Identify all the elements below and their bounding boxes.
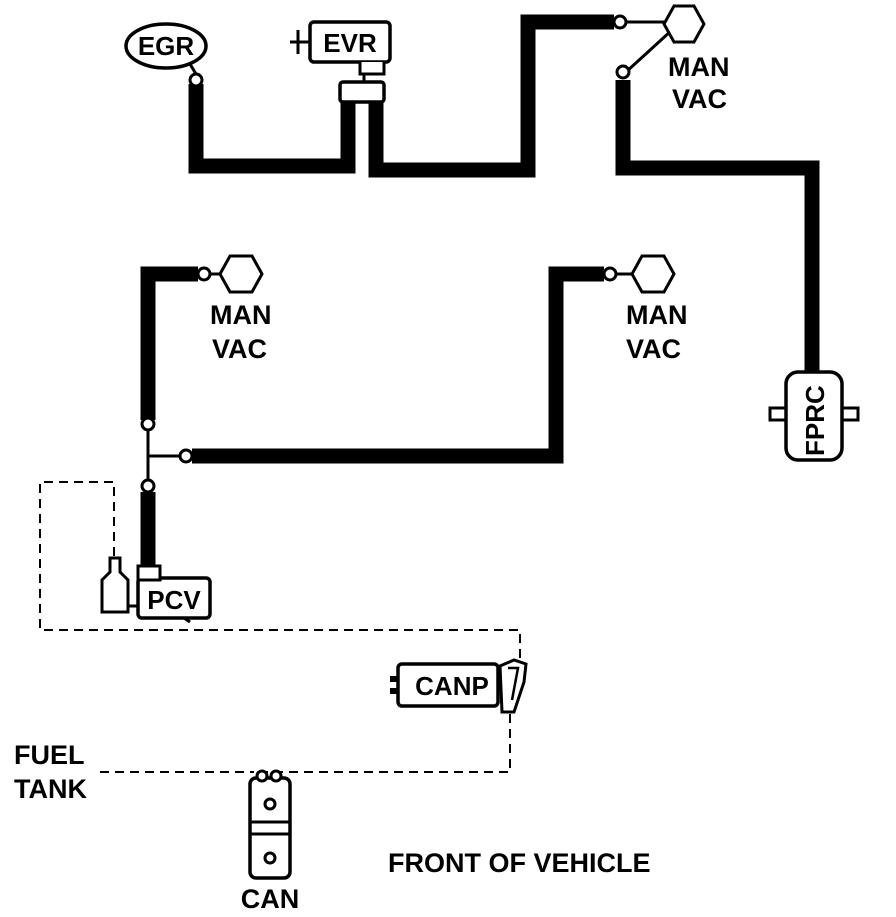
manvac-hex-2: [218, 254, 264, 294]
manvac-fprc-hose: [615, 80, 820, 374]
tee-manvac-3-hose: [192, 266, 604, 464]
canp-label: CANP: [415, 671, 489, 701]
evr-manvac-hose: [368, 14, 614, 178]
canp-solenoid: CANP: [390, 658, 528, 714]
manvac-1-line1: MAN: [668, 52, 730, 82]
manvac-1-fprc-connector: [624, 28, 674, 74]
manvac-hex-1: [662, 4, 706, 44]
fuel-tank-line1: FUEL: [14, 740, 85, 770]
manvac-2-line2: VAC: [212, 334, 267, 364]
pcv-label: PCV: [147, 585, 201, 615]
manvac-1-line2: VAC: [672, 84, 727, 114]
evr-label: EVR: [323, 28, 377, 58]
pcv-valve: PCV: [100, 556, 212, 624]
vacuum-tee: [140, 416, 194, 494]
manvac-2-line1: MAN: [210, 300, 272, 330]
evr-solenoid: EVR: [290, 20, 392, 104]
manvac-3-line1: MAN: [626, 300, 688, 330]
manvac-3-line2: VAC: [626, 334, 681, 364]
front-of-vehicle-label: FRONT OF VEHICLE: [388, 848, 651, 878]
can-label: CAN: [241, 884, 300, 914]
egr-evr-hose: [188, 84, 356, 174]
crankcase-vent-dashed: [39, 481, 521, 662]
manvac-hex-3: [630, 254, 676, 294]
egr-valve: EGR: [124, 22, 208, 88]
fprc-label: FPRC: [800, 385, 830, 456]
fuel-tank-line2: TANK: [14, 774, 87, 804]
canp-canister-dashed: [260, 714, 511, 773]
carbon-canister: [248, 769, 292, 880]
pcv-manvac-2-hose: [140, 266, 198, 420]
egr-label: EGR: [138, 31, 195, 61]
fprc-regulator: FPRC: [768, 370, 860, 462]
